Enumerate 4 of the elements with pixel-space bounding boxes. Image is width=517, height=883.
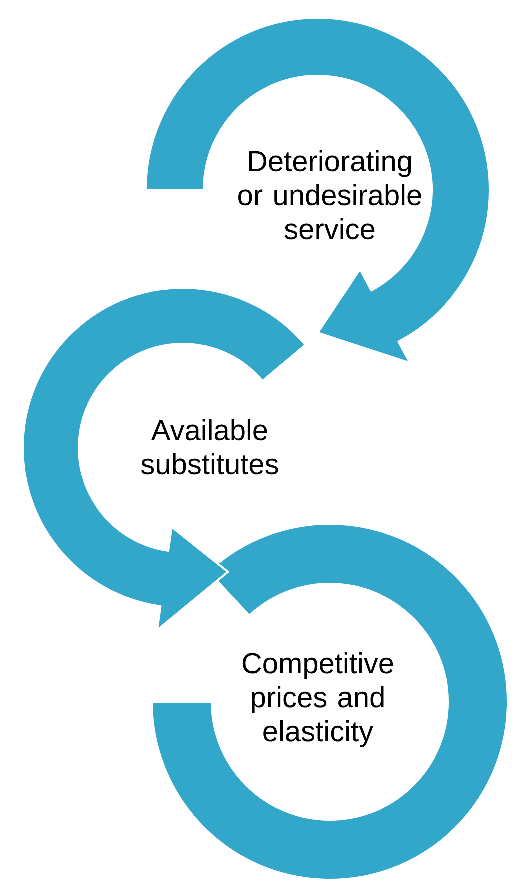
step-label: Available substitutes	[141, 419, 278, 475]
step-label: Deteriorating or undesirable service	[238, 150, 422, 240]
ring-segment: Competitive prices and elasticity	[151, 523, 509, 881]
circular-arrow	[145, 17, 491, 364]
